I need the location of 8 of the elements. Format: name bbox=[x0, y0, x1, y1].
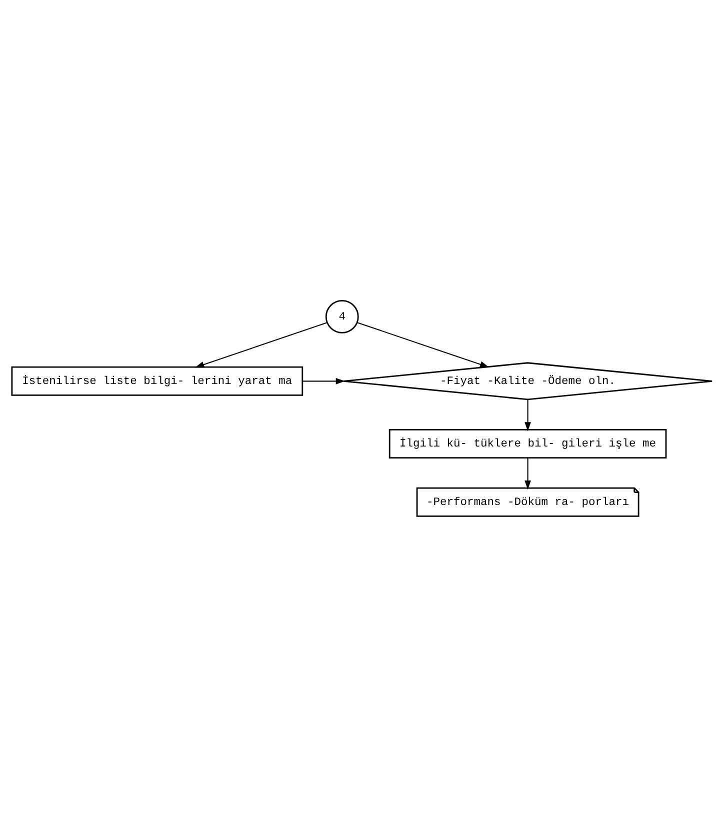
node-circle: 4 bbox=[325, 300, 359, 334]
node-box: İlgili kü- tüklere bil- gileri işle me bbox=[388, 428, 667, 459]
arrow bbox=[524, 400, 531, 432]
node-box: İstenilirse liste bilgi- lerini yarat ma bbox=[11, 366, 304, 396]
arrow bbox=[356, 322, 490, 368]
arrow bbox=[302, 378, 346, 384]
arrow bbox=[524, 458, 531, 490]
arrow bbox=[194, 322, 328, 368]
